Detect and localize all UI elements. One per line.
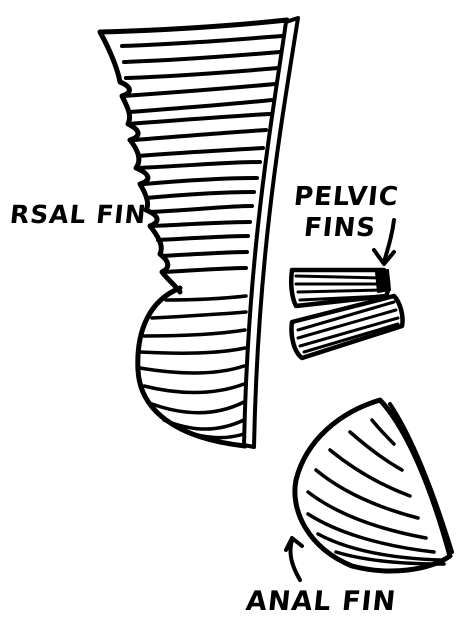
- pelvic-arrow: [374, 220, 394, 264]
- pelvic-fin-joint: [376, 270, 390, 292]
- anal-fin-rays: [308, 420, 444, 564]
- dorsal-fin-soft-rays: [140, 296, 246, 438]
- pelvic-fins-label-line2: FINS: [302, 213, 377, 243]
- dorsal-fin-base-strip: [244, 18, 298, 447]
- anal-arrow: [286, 538, 302, 580]
- pelvic-fins-label-line1: PELVIC: [292, 182, 400, 212]
- anal-fin-outline: [295, 400, 450, 571]
- pelvic-fin-upper-rays: [296, 276, 384, 300]
- pelvic-fins: [291, 270, 402, 358]
- dorsal-fin-label: RSAL FIN: [8, 200, 148, 229]
- dorsal-fin: [100, 18, 298, 447]
- anal-fin: [295, 400, 452, 571]
- anal-fin-label: ANAL FIN: [244, 586, 397, 617]
